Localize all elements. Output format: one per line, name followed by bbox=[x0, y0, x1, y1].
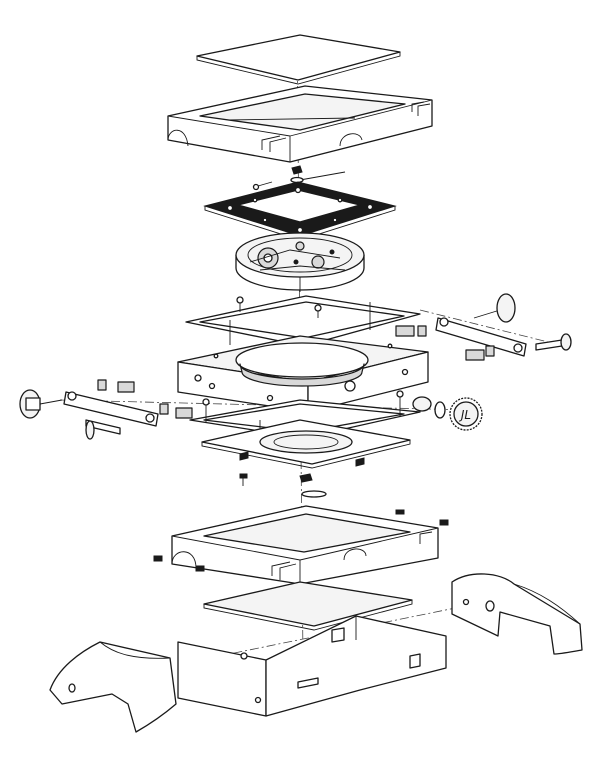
top-housing-frame bbox=[167, 85, 433, 163]
main-body-block bbox=[177, 335, 429, 413]
lower-housing-frame bbox=[153, 505, 449, 585]
left-leg bbox=[49, 641, 177, 733]
bottom-plate bbox=[201, 419, 411, 469]
gear-text: JL bbox=[459, 408, 471, 422]
upper-gasket bbox=[185, 295, 421, 347]
right-linkage bbox=[395, 293, 572, 361]
bottom-cover-plate bbox=[203, 581, 413, 631]
punched-plate bbox=[203, 181, 397, 241]
bottom-plate-screws bbox=[239, 473, 327, 498]
rotary-mechanism bbox=[235, 232, 365, 292]
left-linkage bbox=[19, 379, 193, 440]
top-cover-plate bbox=[196, 34, 401, 85]
base-stand bbox=[177, 615, 447, 717]
right-leg bbox=[451, 573, 583, 655]
gear-assembly: JL bbox=[412, 396, 483, 431]
